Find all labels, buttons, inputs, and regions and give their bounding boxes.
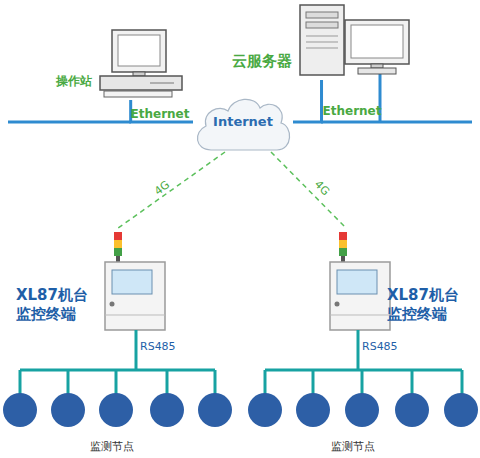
- terminal-cabinet: [105, 232, 165, 330]
- workstation-node: 操作站: [98, 28, 184, 100]
- computer-icon: [100, 30, 182, 97]
- ethernet-link: [293, 80, 322, 122]
- monitor-node-circles: [3, 393, 478, 427]
- group-label: 监测节点: [331, 439, 375, 454]
- edge-label: 4G: [152, 178, 172, 198]
- terminal-cabinet: [330, 232, 390, 330]
- node-label: XL87机台 监控终端: [387, 286, 463, 324]
- edge-label: Ethernet: [131, 107, 190, 121]
- server-icon: [300, 5, 409, 75]
- group-label: 监测节点: [90, 439, 134, 454]
- node-label: XL87机台 监控终端: [16, 286, 92, 324]
- ethernet-link: [131, 100, 193, 122]
- bus-label: RS485: [362, 340, 398, 353]
- wireless-link: [118, 152, 225, 228]
- node-label: 云服务器: [220, 52, 292, 71]
- rs485-bus: [20, 330, 462, 395]
- edge-label: Ethernet: [323, 104, 382, 118]
- terminal-node: XL87机台 监控终端: [100, 228, 170, 332]
- terminal-node: XL87机台 监控终端: [325, 228, 395, 332]
- connector-layer: [118, 80, 346, 228]
- edge-label: 4G: [312, 178, 332, 198]
- server-node: 云服务器: [296, 2, 412, 80]
- node-label: 操作站: [34, 74, 92, 89]
- bus-label: RS485: [140, 340, 176, 353]
- wireless-link: [271, 152, 346, 228]
- node-label: Internet: [193, 114, 293, 130]
- internet-cloud: Internet: [193, 92, 293, 152]
